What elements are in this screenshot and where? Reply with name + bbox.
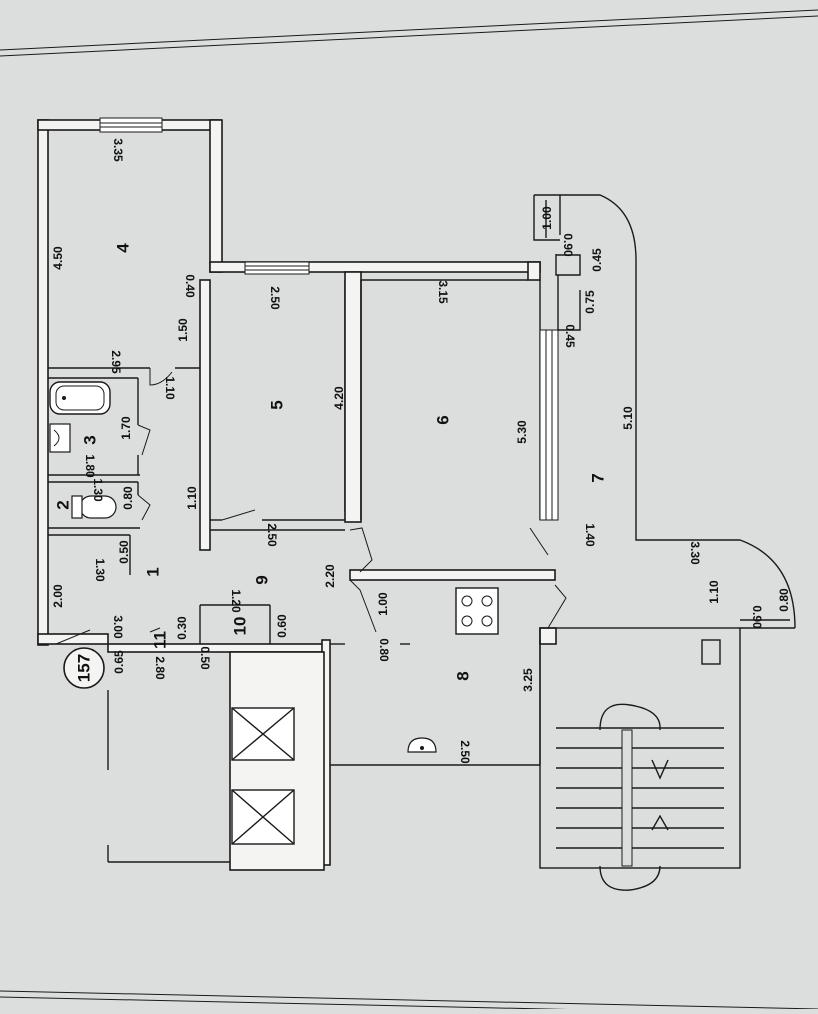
dim-r11-a: 0.65 [112, 650, 126, 674]
window-room-4 [99, 117, 163, 133]
dim-r3-a: 1.10 [163, 376, 177, 400]
dim-r8-d: 2.50 [458, 740, 472, 764]
room-label-3: 3 [81, 435, 100, 444]
room-label-2: 2 [54, 500, 73, 509]
room-label-8: 8 [454, 671, 473, 680]
dim-r1-b: 0.50 [117, 540, 131, 564]
dim-r1-f: 0.30 [175, 616, 189, 640]
dim-r1-e: 3.00 [111, 615, 125, 639]
bathtub-icon [49, 381, 111, 415]
dim-r7-i: 0.90 [750, 605, 764, 629]
dim-r5-bottom: 2.50 [265, 523, 279, 547]
dim-r7-d: 0.75 [583, 290, 597, 314]
room-label-6: 6 [434, 415, 453, 424]
room-label-9: 9 [253, 575, 272, 584]
apartment-number-badge: 157 [63, 647, 105, 689]
stove-icon [455, 587, 499, 635]
dim-r7-length: 5.10 [621, 406, 635, 430]
dim-r8-c: 3.25 [521, 668, 535, 692]
ventilation-shafts [231, 707, 295, 845]
dim-r6-length: 5.30 [515, 420, 529, 444]
dim-r7-h: 1.10 [707, 580, 721, 604]
dim-r11-c: 0.50 [198, 646, 212, 670]
apartment-number: 157 [75, 654, 94, 682]
sheet-top-border-2 [0, 15, 818, 57]
window-room-5 [244, 261, 310, 275]
dim-r4-side: 1.50 [176, 318, 190, 342]
dim-r4-wall: 0.40 [183, 274, 197, 298]
dim-r3-b: 1.70 [119, 416, 133, 440]
dim-r9-a: 2.20 [323, 564, 337, 588]
dim-r11-b: 2.80 [153, 656, 167, 680]
dim-r5-top: 2.50 [268, 286, 282, 310]
staircase [539, 627, 741, 891]
room-label-11: 11 [151, 631, 170, 649]
dim-r4-width: 3.35 [111, 138, 125, 162]
room-numbers: 4 5 6 7 3 2 1 9 10 11 8 [54, 243, 608, 681]
dim-r3-c: 1.80 [83, 454, 97, 478]
dim-r7-b: 0.90 [561, 233, 575, 257]
dim-r7-a: 1.00 [540, 206, 554, 230]
balcony-room-7 [533, 194, 796, 629]
dim-r8-b: 0.80 [377, 638, 391, 662]
dim-r4-length: 4.50 [51, 246, 65, 270]
room-label-4: 4 [114, 243, 133, 253]
dim-r6-top: 3.15 [436, 280, 450, 304]
dim-r1-c: 1.30 [93, 558, 107, 582]
dim-r8-a: 1.00 [376, 592, 390, 616]
dim-r10-b: 0.60 [275, 614, 289, 638]
dim-r7-c: 0.45 [590, 248, 604, 272]
room-label-10: 10 [231, 617, 250, 636]
sink-icon [49, 423, 71, 453]
dim-r7-e: 0.45 [563, 324, 577, 348]
dim-r10-a: 1.20 [229, 589, 243, 613]
kitchen-sink-icon [407, 737, 437, 753]
dim-r7-g: 3.30 [688, 541, 702, 565]
dim-r1-a: 1.10 [185, 486, 199, 510]
dimension-labels: 3.35 4.50 0.40 1.50 2.95 2.50 4.20 2.50 … [51, 138, 791, 764]
room-label-1: 1 [144, 567, 163, 576]
dim-r5-length: 4.20 [332, 386, 346, 410]
dim-r2-a: 1.30 [91, 478, 105, 502]
dim-r7-j: 0.80 [777, 588, 791, 612]
door-swings [55, 368, 567, 645]
room-label-7: 7 [589, 473, 608, 482]
toilet-icon [71, 495, 117, 519]
dim-r4-low: 2.95 [109, 350, 123, 374]
room-label-5: 5 [268, 400, 287, 409]
sheet-bottom-border [0, 990, 818, 1010]
dim-r7-f: 1.40 [583, 523, 597, 547]
sheet-top-border [0, 9, 818, 51]
dim-r1-d: 2.00 [51, 584, 65, 608]
dim-r2-b: 0.80 [121, 486, 135, 510]
